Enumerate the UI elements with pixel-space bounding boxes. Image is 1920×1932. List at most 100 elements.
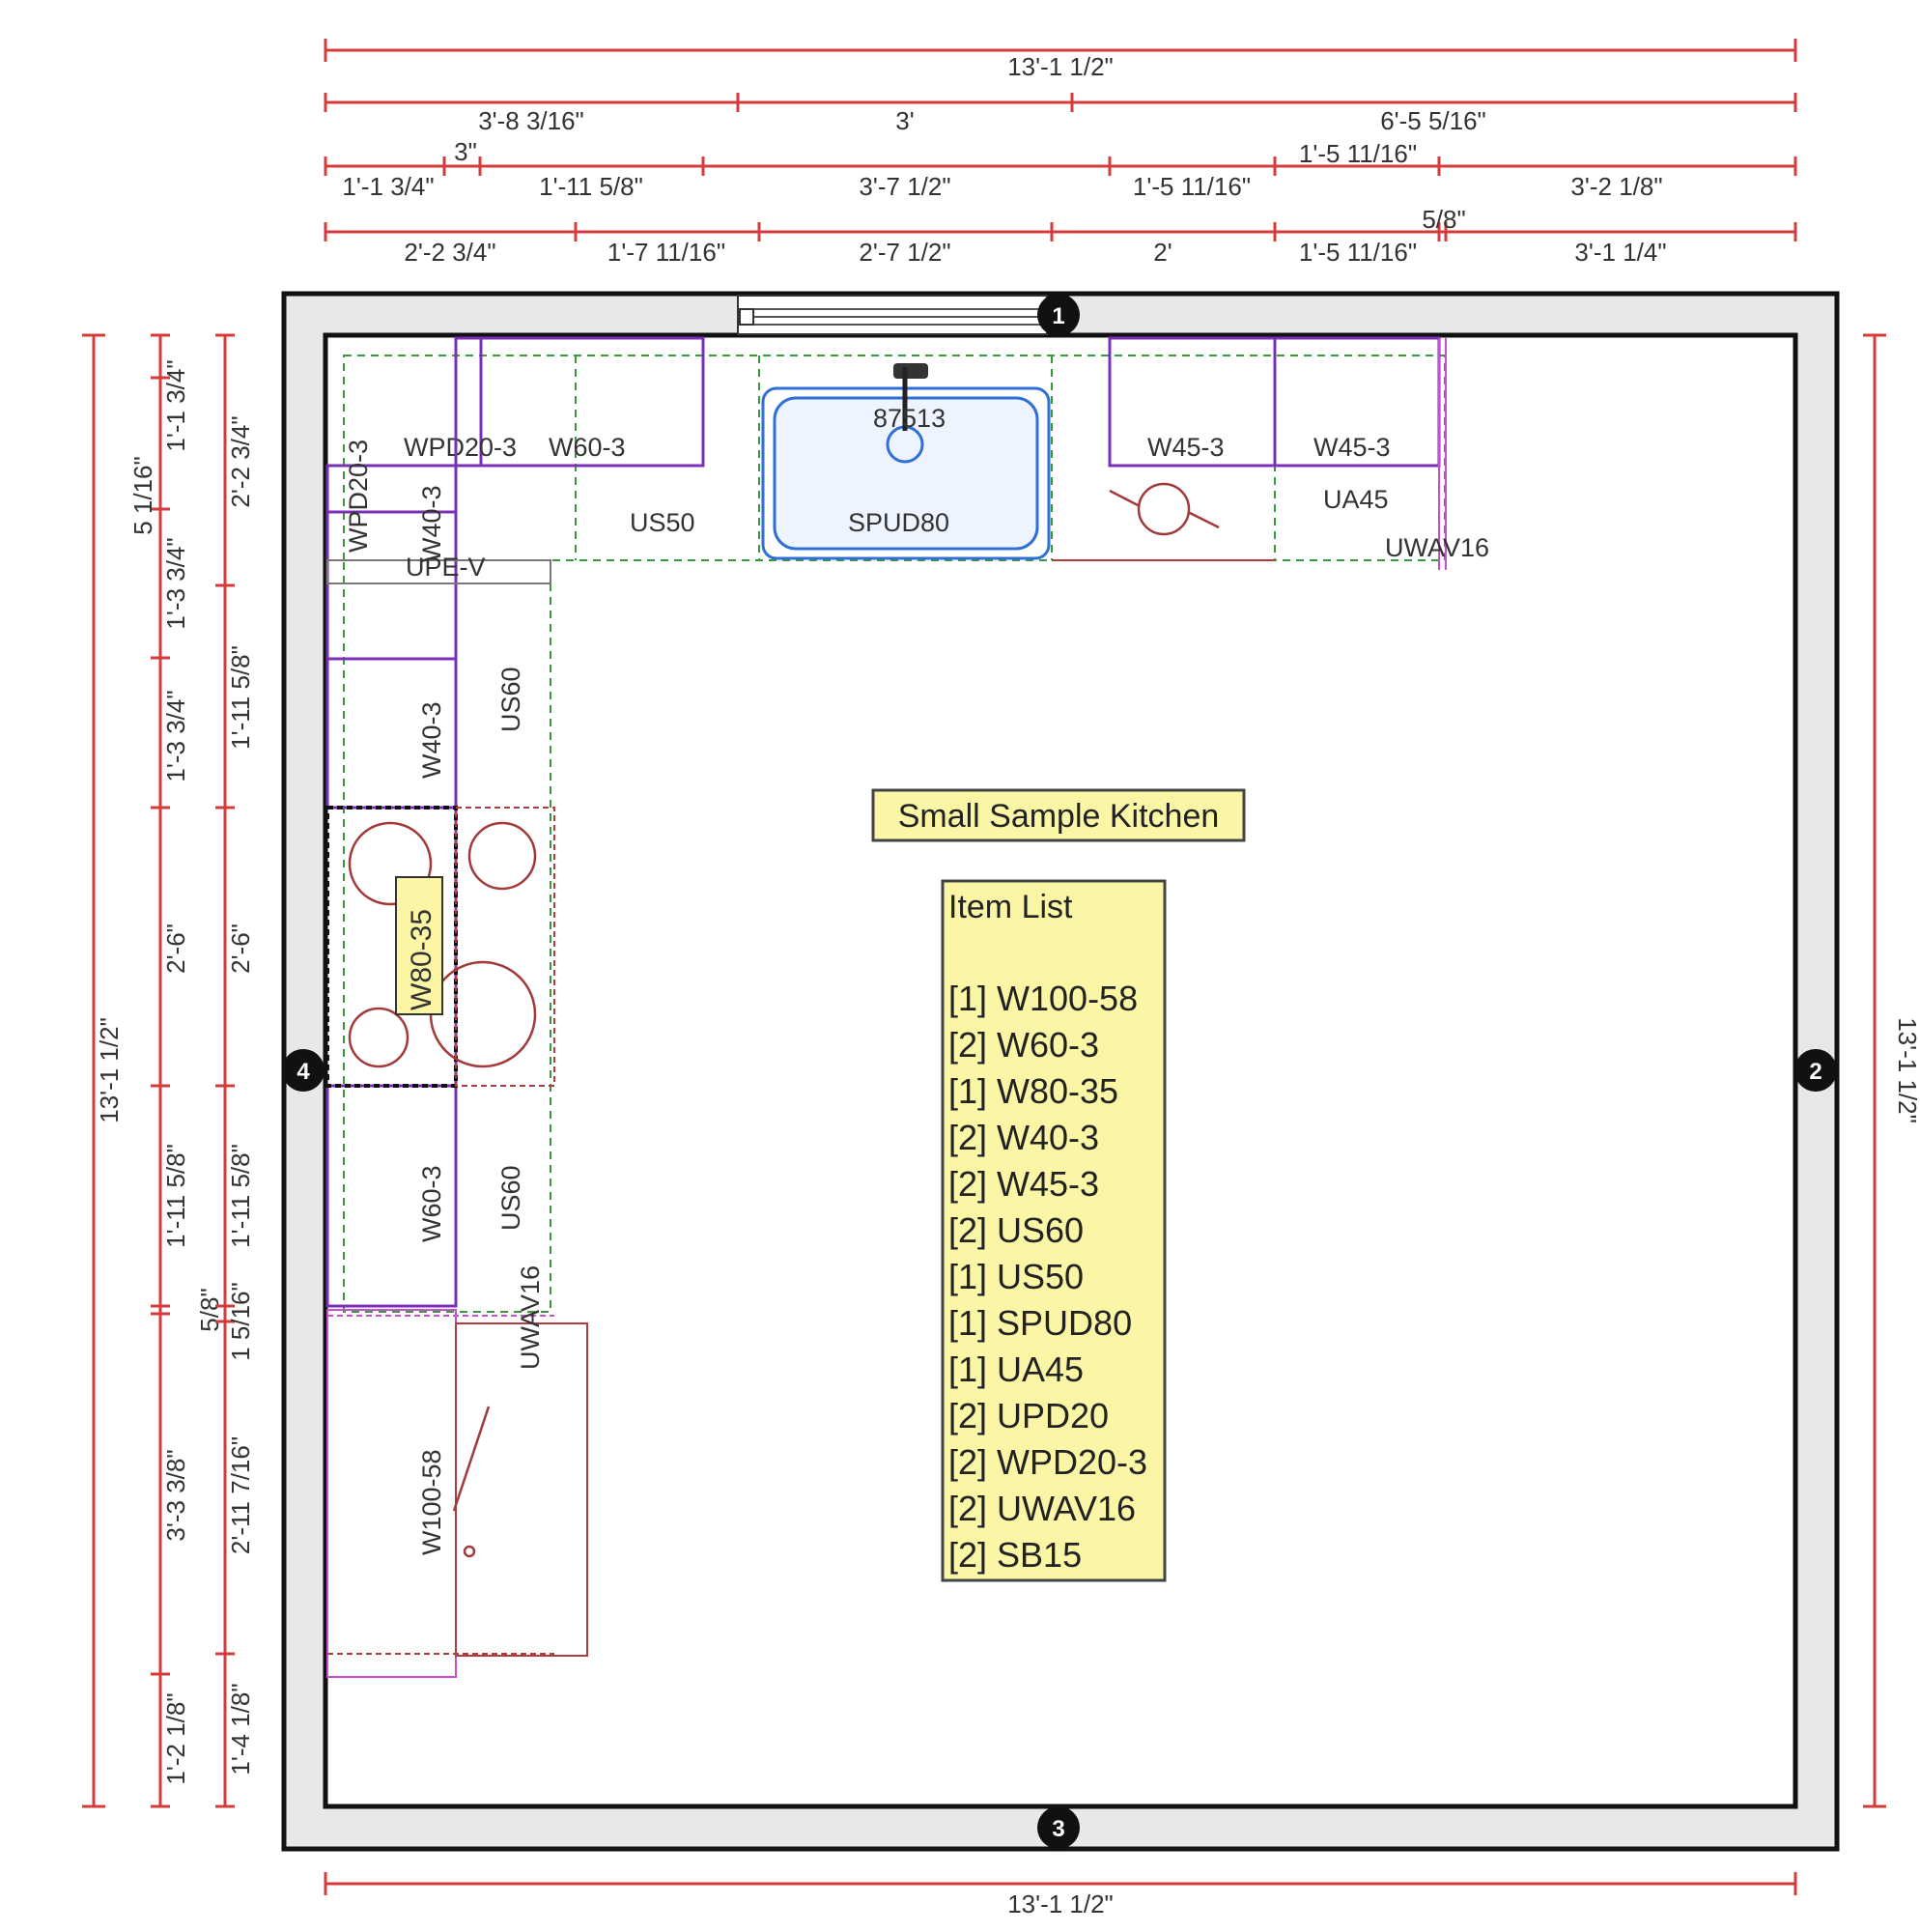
dim-top-r4-4: 1'-5 11/16" (1299, 238, 1417, 267)
label-wpd20-top: WPD20-3 (404, 433, 517, 462)
uwav16-left-cabinet (455, 1322, 588, 1657)
dim-bottom-total: 13'-1 1/2" (1007, 1889, 1114, 1918)
dim-top-r3-3: 3'-7 1/2" (859, 172, 950, 201)
dim-left-c3-2: 2'-6" (226, 923, 255, 974)
item-list-row: [1] SPUD80 (948, 1303, 1132, 1343)
dim-left-c2-4: 2'-6" (161, 923, 190, 974)
faucet-icon (893, 363, 928, 431)
bottom-dimension: 13'-1 1/2" (324, 1872, 1797, 1918)
dim-left-total: 13'-1 1/2" (95, 1017, 124, 1123)
label-uwav16-top: UWAV16 (1385, 533, 1489, 562)
label-us60-left: US60 (496, 1165, 525, 1231)
dim-left-c2-0: 5 1/16" (128, 456, 157, 535)
dim-top-r2-1: 3' (895, 106, 914, 135)
dim-left-c2-7: 3'-3 3/8" (161, 1449, 190, 1541)
dim-top-r3-4: 1'-5 11/16" (1133, 172, 1251, 201)
label-upe-v: UPE-V (406, 553, 486, 582)
label-spud80: SPUD80 (848, 508, 949, 537)
wall-marker-3-label: 3 (1052, 1816, 1064, 1842)
dim-top-r3-1: 3" (454, 137, 477, 166)
item-list-note[interactable]: Item List [1] W100-58 [2] W60-3 [1] W80-35… (941, 879, 1167, 1582)
dim-left-c3-1: 1'-11 5/8" (226, 645, 255, 750)
burner-icon-2 (467, 821, 537, 891)
dim-left-c2-5: 1'-11 5/8" (161, 1144, 190, 1248)
label-us60-top: US60 (496, 667, 525, 732)
label-w60-left: W60-3 (417, 1165, 446, 1242)
dim-left-c3-6: 1'-4 1/8" (226, 1683, 255, 1775)
item-list-row: [2] UWAV16 (948, 1489, 1136, 1528)
dim-left-c2-6: 5/8" (195, 1288, 224, 1331)
burner-icon-1 (348, 821, 433, 906)
dim-right-total: 13'-1 1/2" (1893, 1017, 1920, 1123)
appliance-symbol (1109, 482, 1220, 536)
dim-left-c3-0: 2'-2 3/4" (226, 415, 255, 507)
item-list-row: [2] W40-3 (948, 1118, 1099, 1157)
window (737, 295, 1048, 335)
dim-left-c3-4: 1 5/16" (226, 1282, 255, 1361)
dim-top-r4-3: 2' (1153, 238, 1172, 267)
item-list-row: [2] SB15 (948, 1535, 1082, 1575)
dim-top-r3-2: 1'-11 5/8" (539, 172, 643, 201)
label-w100-58: W100-58 (417, 1449, 446, 1555)
item-list-rows: [1] W100-58 [2] W60-3 [1] W80-35 [2] W40-3 [… (948, 979, 1147, 1575)
label-w45-b: W45-3 (1313, 433, 1391, 462)
left-cabinet-run: WPD20-3 W40-3 UPE-V W40-3 US60 W80-35 W6… (325, 338, 588, 1678)
wall-marker-3[interactable]: 3 (1037, 1806, 1080, 1849)
label-w80-35: W80-35 (406, 909, 438, 1010)
dim-top-r4-2: 2'-7 1/2" (859, 238, 950, 267)
dim-top-r2-2: 6'-5 5/16" (1380, 106, 1486, 135)
dim-top-r4-1: 1'-7 11/16" (607, 238, 725, 267)
item-list-row: [1] W80-35 (948, 1071, 1118, 1111)
dim-left-c2-2: 1'-3 3/4" (161, 537, 190, 629)
title-note[interactable]: Small Sample Kitchen (871, 788, 1246, 842)
handle-icon (463, 1545, 476, 1558)
wall-marker-2-label: 2 (1809, 1059, 1821, 1085)
label-w60-top: W60-3 (549, 433, 626, 462)
dim-left-c2-8: 1'-2 1/8" (161, 1692, 190, 1784)
wall-marker-1[interactable]: 1 (1037, 294, 1080, 336)
dim-left-c3-3: 1'-11 5/8" (226, 1144, 255, 1248)
door-swing (452, 1406, 491, 1512)
wall-marker-1-label: 1 (1052, 303, 1064, 329)
dim-top-r3-0: 1'-1 3/4" (342, 172, 434, 201)
dim-top-r2-0: 3'-8 3/16" (478, 106, 584, 135)
w60-top-cabinet (479, 336, 705, 468)
dim-top-r3-5: 1'-5 11/16" (1299, 139, 1417, 168)
wall-marker-4-label: 4 (296, 1059, 310, 1085)
top-dimensions: 13'-1 1/2" 3'-8 3/16" 3' 6'-5 5/16" 1'-1… (324, 39, 1797, 267)
label-us50: US50 (630, 508, 695, 537)
item-list-row: [1] US50 (948, 1257, 1084, 1296)
item-list-title: Item List (948, 889, 1073, 925)
label-ua45: UA45 (1323, 485, 1389, 514)
w60-left-cabinet (325, 1084, 458, 1308)
item-list-row: [2] UPD20 (948, 1396, 1109, 1435)
page-title: Small Sample Kitchen (898, 798, 1220, 835)
item-list-row: [1] UA45 (948, 1350, 1084, 1389)
item-list-row: [2] US60 (948, 1210, 1084, 1250)
label-w45-a: W45-3 (1147, 433, 1225, 462)
dim-top-r4-6: 3'-1 1/4" (1574, 238, 1666, 267)
right-dimension: 13'-1 1/2" (1863, 333, 1920, 1808)
left-dimensions: 13'-1 1/2" 5 1/16" 1'-1 3/4" 1'-3 3/4" 1… (82, 333, 255, 1808)
item-list-row: [2] W60-3 (948, 1025, 1099, 1065)
label-w40-left: W40-3 (417, 701, 446, 779)
dim-left-c3-5: 2'-11 7/16" (226, 1436, 255, 1554)
w80-35-label-box (395, 876, 443, 1015)
dim-left-c2-3: 1'-3 3/4" (161, 690, 190, 781)
dim-top-r4-0: 2'-2 3/4" (404, 238, 495, 267)
dim-left-c2-1: 1'-1 3/4" (161, 359, 190, 451)
wall-marker-4[interactable]: 4 (282, 1049, 325, 1092)
label-wpd20-left: WPD20-3 (344, 440, 373, 553)
wall-marker-2[interactable]: 2 (1794, 1049, 1837, 1092)
dim-top-r4-5: 5/8" (1422, 205, 1465, 234)
item-list-row: [2] W45-3 (948, 1164, 1099, 1204)
top-cabinet-run: WPD20-3 W60-3 US50 87513 SPUD80 W45-3 W4… (343, 336, 1489, 570)
item-list-row: [1] W100-58 (948, 979, 1138, 1018)
label-uwav16-left: UWAV16 (516, 1265, 545, 1370)
label-faucet: 87513 (873, 404, 946, 433)
label-w40-top: W40-3 (417, 485, 446, 562)
dim-top-total: 13'-1 1/2" (1007, 52, 1114, 81)
dim-top-r3-6: 3'-2 1/8" (1570, 172, 1662, 201)
item-list-row: [2] WPD20-3 (948, 1442, 1147, 1482)
